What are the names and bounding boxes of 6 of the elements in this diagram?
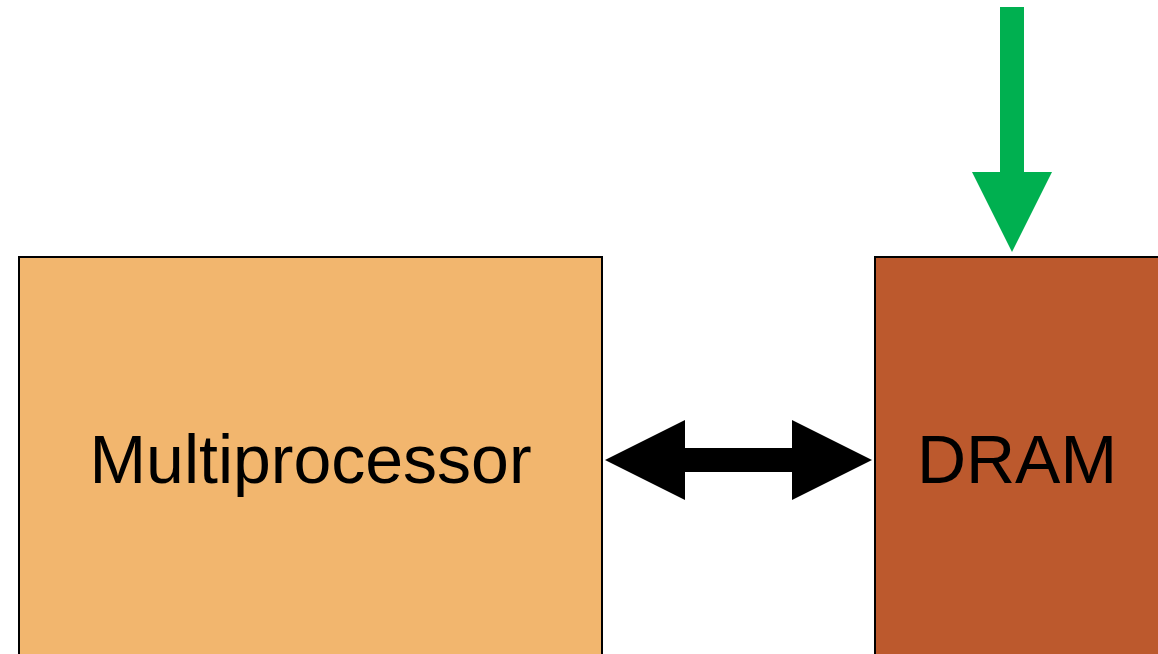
box-label: Multiprocessor (89, 420, 532, 498)
box-label: DRAM (916, 420, 1118, 498)
component-box (18, 256, 603, 654)
component-box (874, 256, 1158, 654)
arrow (972, 7, 1052, 252)
double-arrow (605, 420, 872, 500)
